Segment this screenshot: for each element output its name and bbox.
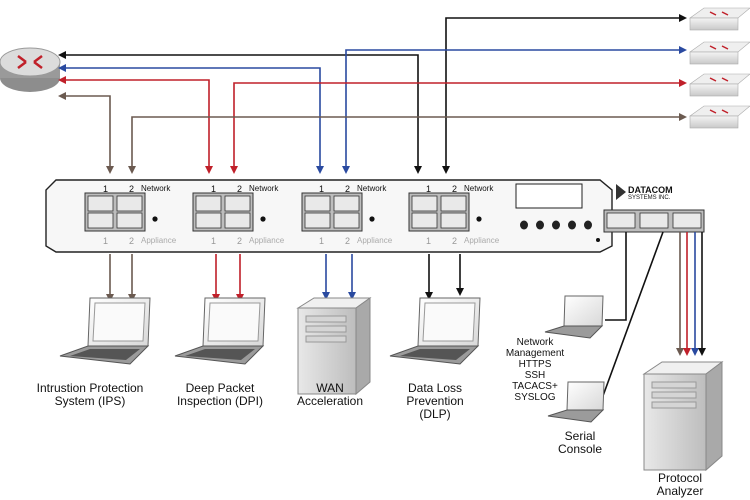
router-icon [0, 47, 61, 92]
port-network-1: 1 [211, 184, 217, 194]
port-network-label: Network [249, 184, 279, 193]
port-appliance-1: 1 [103, 236, 109, 246]
serial-console-label: Serial Console [557, 429, 603, 456]
port-appliance-2: 2 [452, 236, 458, 246]
wan-label: WAN Acceleration [296, 381, 364, 408]
brand-subtitle: SYSTEMS INC. [628, 195, 671, 201]
port-appliance-label: Appliance [141, 236, 177, 245]
port-appliance-label: Appliance [249, 236, 285, 245]
port-network-2: 2 [345, 184, 351, 194]
port-appliance-1: 1 [319, 236, 325, 246]
protocol-analyzer-label: Protocol Analyzer [656, 471, 704, 498]
port-network-2: 2 [452, 184, 458, 194]
port-appliance-2: 2 [129, 236, 135, 246]
network-links [58, 14, 687, 174]
laptop-icon [59, 295, 605, 423]
port-appliance-label: Appliance [357, 236, 393, 245]
ips-label: Intrustion Protection System (IPS) [36, 381, 144, 408]
brand-logo: DATACOM [628, 185, 673, 195]
port-network-2: 2 [237, 184, 243, 194]
switch-icon [689, 7, 750, 129]
dpi-label: Deep Packet Inspection (DPI) [176, 381, 264, 408]
appliance-links [106, 231, 706, 405]
port-network-1: 1 [319, 184, 325, 194]
port-network-label: Network [357, 184, 387, 193]
port-appliance-1: 1 [426, 236, 432, 246]
port-network-label: Network [141, 184, 171, 193]
network-tap-appliance [45, 179, 705, 253]
port-network-label: Network [464, 184, 494, 193]
network-management-label: Network Management HTTPS SSH TACACS+ SYS… [505, 337, 565, 403]
port-appliance-2: 2 [237, 236, 243, 246]
port-network-1: 1 [103, 184, 109, 194]
port-appliance-1: 1 [211, 236, 217, 246]
port-network-1: 1 [426, 184, 432, 194]
server-icon [296, 297, 724, 472]
dlp-label: Data Loss Prevention (DLP) [406, 381, 464, 421]
port-appliance-2: 2 [345, 236, 351, 246]
port-appliance-label: Appliance [464, 236, 500, 245]
port-network-2: 2 [129, 184, 135, 194]
